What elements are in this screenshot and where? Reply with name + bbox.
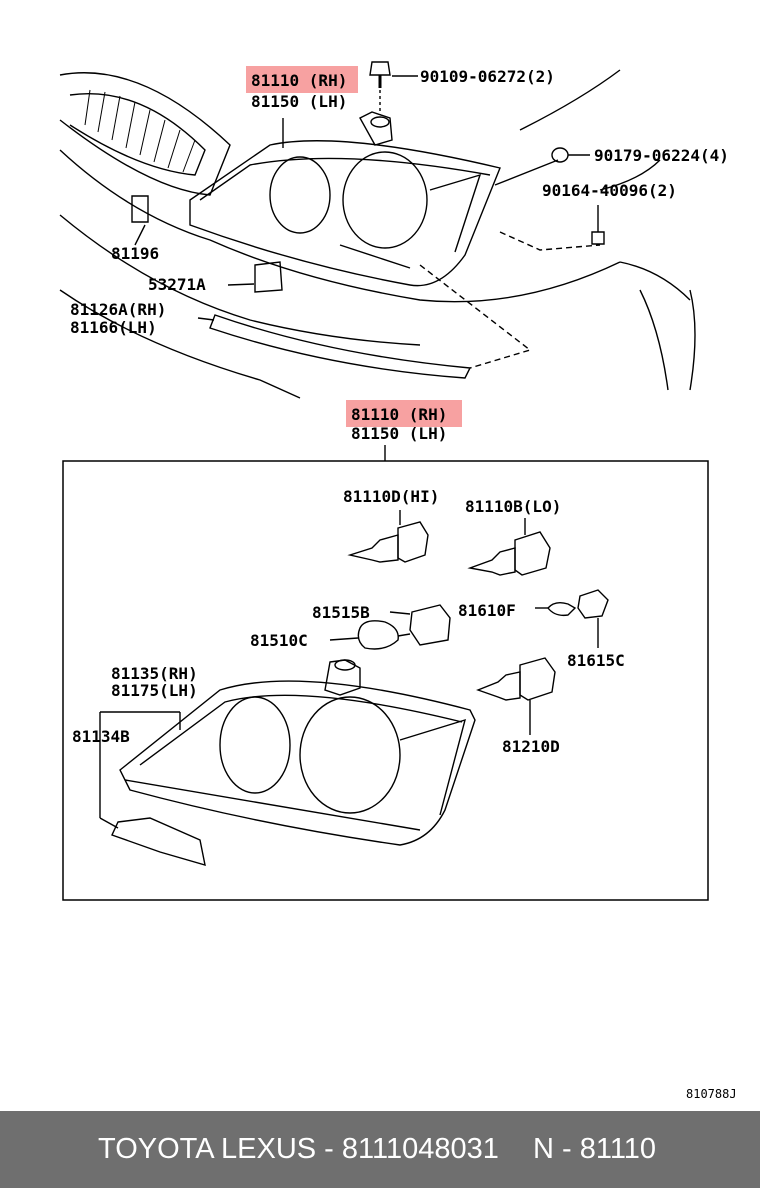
label-headlamp-rh: 81110 (RH) xyxy=(251,71,347,90)
label-lens-rh: 81135(RH) xyxy=(111,664,198,683)
label-bolt: 90109-06272(2) xyxy=(420,67,555,86)
vehicle-front-sketch xyxy=(59,61,696,399)
label-assembly-rh: 81110 (RH) xyxy=(351,405,447,424)
label-81615C: 81615C xyxy=(567,651,625,670)
highlight-box xyxy=(246,66,358,93)
label-nut: 90179-06224(4) xyxy=(594,146,729,165)
label-bulb-hi: 81110D(HI) xyxy=(343,487,439,506)
label-53271A: 53271A xyxy=(148,275,206,294)
label-81510C: 81510C xyxy=(250,631,308,650)
label-81515B: 81515B xyxy=(312,603,370,622)
assembly-frame xyxy=(62,460,709,901)
label-bulb-lo: 81110B(LO) xyxy=(465,497,561,516)
label-trim-lh: 81166(LH) xyxy=(70,318,157,337)
label-lens-lh: 81175(LH) xyxy=(111,681,198,700)
label-assembly-lh: 81150 (LH) xyxy=(351,424,447,443)
footer-bar: TOYOTA LEXUS - 8111048031 N - 81110 xyxy=(0,1111,760,1188)
footer-part-info: TOYOTA LEXUS - 8111048031 xyxy=(98,1133,499,1165)
label-trim-rh: 81126A(RH) xyxy=(70,300,166,319)
label-81210D: 81210D xyxy=(502,737,560,756)
footer-section-code: N - 81110 xyxy=(533,1133,657,1165)
label-81134B: 81134B xyxy=(72,727,130,746)
label-headlamp-lh: 81150 (LH) xyxy=(251,92,347,111)
figure-code: 810788J xyxy=(686,1087,737,1101)
highlight-box xyxy=(346,400,462,427)
label-screw: 90164-40096(2) xyxy=(542,181,677,200)
assembly-parts xyxy=(99,510,609,866)
label-81610F: 81610F xyxy=(458,601,516,620)
label-81196: 81196 xyxy=(111,244,159,263)
